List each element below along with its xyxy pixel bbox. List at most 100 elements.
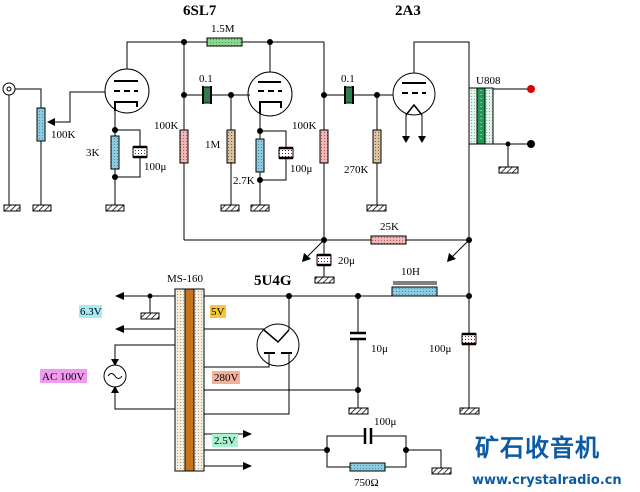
heater-out-arrow-icon bbox=[115, 325, 124, 333]
r-plate1-label: 100K bbox=[154, 120, 179, 132]
pot-value-label: 100K bbox=[51, 129, 76, 141]
label-5v-bg bbox=[210, 305, 226, 318]
ground-symbol bbox=[498, 166, 519, 174]
c-bias-label: 100μ bbox=[374, 416, 397, 428]
resistor-grid2 bbox=[226, 129, 236, 164]
ground-symbol bbox=[220, 204, 240, 212]
resistor-cathode1 bbox=[110, 135, 120, 170]
junction bbox=[355, 387, 361, 393]
capacitor-cathode2 bbox=[278, 146, 294, 160]
label-2v5-bg bbox=[212, 434, 238, 447]
c-filter2-label: 100μ bbox=[429, 343, 452, 355]
resistor-bias bbox=[349, 462, 386, 472]
ground-symbol bbox=[32, 204, 52, 212]
wire bbox=[306, 239, 325, 258]
choke-inductor bbox=[391, 286, 438, 297]
sine-wave-icon bbox=[107, 373, 123, 379]
wire bbox=[204, 353, 290, 415]
label-6v3: 6.3V bbox=[80, 306, 102, 318]
tube-label-6sl7: 6SL7 bbox=[183, 3, 217, 19]
ground-symbol bbox=[431, 467, 452, 475]
label-ac-mains: AC 100V bbox=[42, 371, 85, 383]
input-jack[interactable] bbox=[2, 82, 16, 96]
wire bbox=[204, 353, 270, 368]
r-plate2-label: 100K bbox=[292, 120, 317, 132]
wire bbox=[15, 88, 42, 108]
ground-symbol bbox=[3, 204, 21, 212]
ground-symbol bbox=[366, 204, 387, 212]
wire bbox=[260, 130, 287, 147]
watermark-brand: 矿石收音机 bbox=[475, 434, 600, 462]
resistor-cathode2 bbox=[255, 138, 265, 173]
speaker-terminal-hot[interactable] bbox=[527, 85, 535, 93]
wire bbox=[55, 91, 105, 123]
tube-label-2a3: 2A3 bbox=[395, 3, 421, 19]
ground-symbol bbox=[314, 276, 335, 284]
tube-5u4g bbox=[256, 323, 300, 367]
watermark-url: www.crystalradio.cn bbox=[472, 473, 622, 488]
capacitor-coupling1 bbox=[202, 86, 212, 104]
heater-arrow-icon bbox=[418, 136, 426, 143]
mains-arrow-icon bbox=[111, 359, 119, 366]
r-cathode1-label: 3K bbox=[86, 147, 100, 159]
capacitor-filter2 bbox=[461, 332, 477, 346]
mains-arrow-icon bbox=[111, 386, 119, 393]
heater-arrow-icon bbox=[402, 136, 410, 143]
ground-symbol bbox=[250, 204, 270, 212]
wire bbox=[115, 129, 141, 146]
wire bbox=[372, 435, 407, 450]
speaker-terminal-ground[interactable] bbox=[527, 140, 535, 148]
c-filter1-label: 10μ bbox=[371, 343, 388, 355]
power-transformer bbox=[174, 288, 205, 472]
label-6v3-bg bbox=[79, 305, 102, 318]
r-feedback-label: 1.5M bbox=[211, 23, 235, 35]
wire bbox=[114, 393, 175, 410]
ground-symbol bbox=[105, 204, 125, 212]
label-280v: 280V bbox=[214, 372, 239, 384]
tube-v1a bbox=[104, 68, 150, 114]
resistor-grid3 bbox=[372, 129, 382, 164]
c-coupling2-label: 0.1 bbox=[341, 73, 355, 85]
volume-pot[interactable] bbox=[36, 107, 46, 142]
wire bbox=[114, 344, 175, 359]
tube-v1b bbox=[247, 71, 293, 117]
capacitor-bias bbox=[363, 428, 373, 444]
wire bbox=[326, 450, 350, 468]
r-grid2-label: 1M bbox=[205, 139, 221, 151]
resistor-plate2 bbox=[319, 129, 329, 164]
wire bbox=[406, 449, 442, 468]
wire bbox=[326, 435, 364, 450]
heater-out-arrow-icon bbox=[243, 462, 252, 470]
power-transformer-label: MS-160 bbox=[167, 273, 204, 285]
heater-out-arrow-icon bbox=[243, 430, 252, 438]
wire bbox=[260, 158, 287, 181]
ground-symbol bbox=[459, 407, 480, 415]
tube-2a3 bbox=[392, 72, 436, 116]
ground-symbol bbox=[140, 312, 160, 320]
resistor-plate1 bbox=[179, 129, 189, 164]
label-2v5: 2.5V bbox=[214, 435, 236, 447]
c-decouple-label: 20μ bbox=[338, 255, 355, 267]
output-transformer bbox=[468, 87, 494, 145]
choke-label: 10H bbox=[401, 266, 420, 278]
resistor-decouple bbox=[370, 235, 407, 245]
label-ac-bg bbox=[40, 369, 87, 383]
r-bias-label: 750Ω bbox=[354, 477, 379, 489]
tube-label-5u4g: 5U4G bbox=[254, 273, 292, 289]
wire bbox=[126, 41, 183, 69]
ground-symbol bbox=[348, 407, 369, 415]
c-coupling1-label: 0.1 bbox=[199, 73, 213, 85]
resistor-feedback bbox=[206, 37, 243, 47]
capacitor-cathode1 bbox=[132, 145, 148, 159]
capacitor-decouple bbox=[316, 253, 332, 267]
c-cathode2-label: 100μ bbox=[290, 163, 313, 175]
output-transformer-label: U808 bbox=[476, 75, 501, 87]
capacitor-coupling2 bbox=[344, 86, 354, 104]
pot-wiper-arrow-icon bbox=[47, 118, 55, 126]
r-decouple-label: 25K bbox=[380, 221, 399, 233]
polarity-arrow-icon bbox=[302, 253, 311, 262]
r-cathode2-label: 2.7K bbox=[233, 175, 255, 187]
c-cathode1-label: 100μ bbox=[144, 161, 167, 173]
wire bbox=[451, 239, 470, 258]
